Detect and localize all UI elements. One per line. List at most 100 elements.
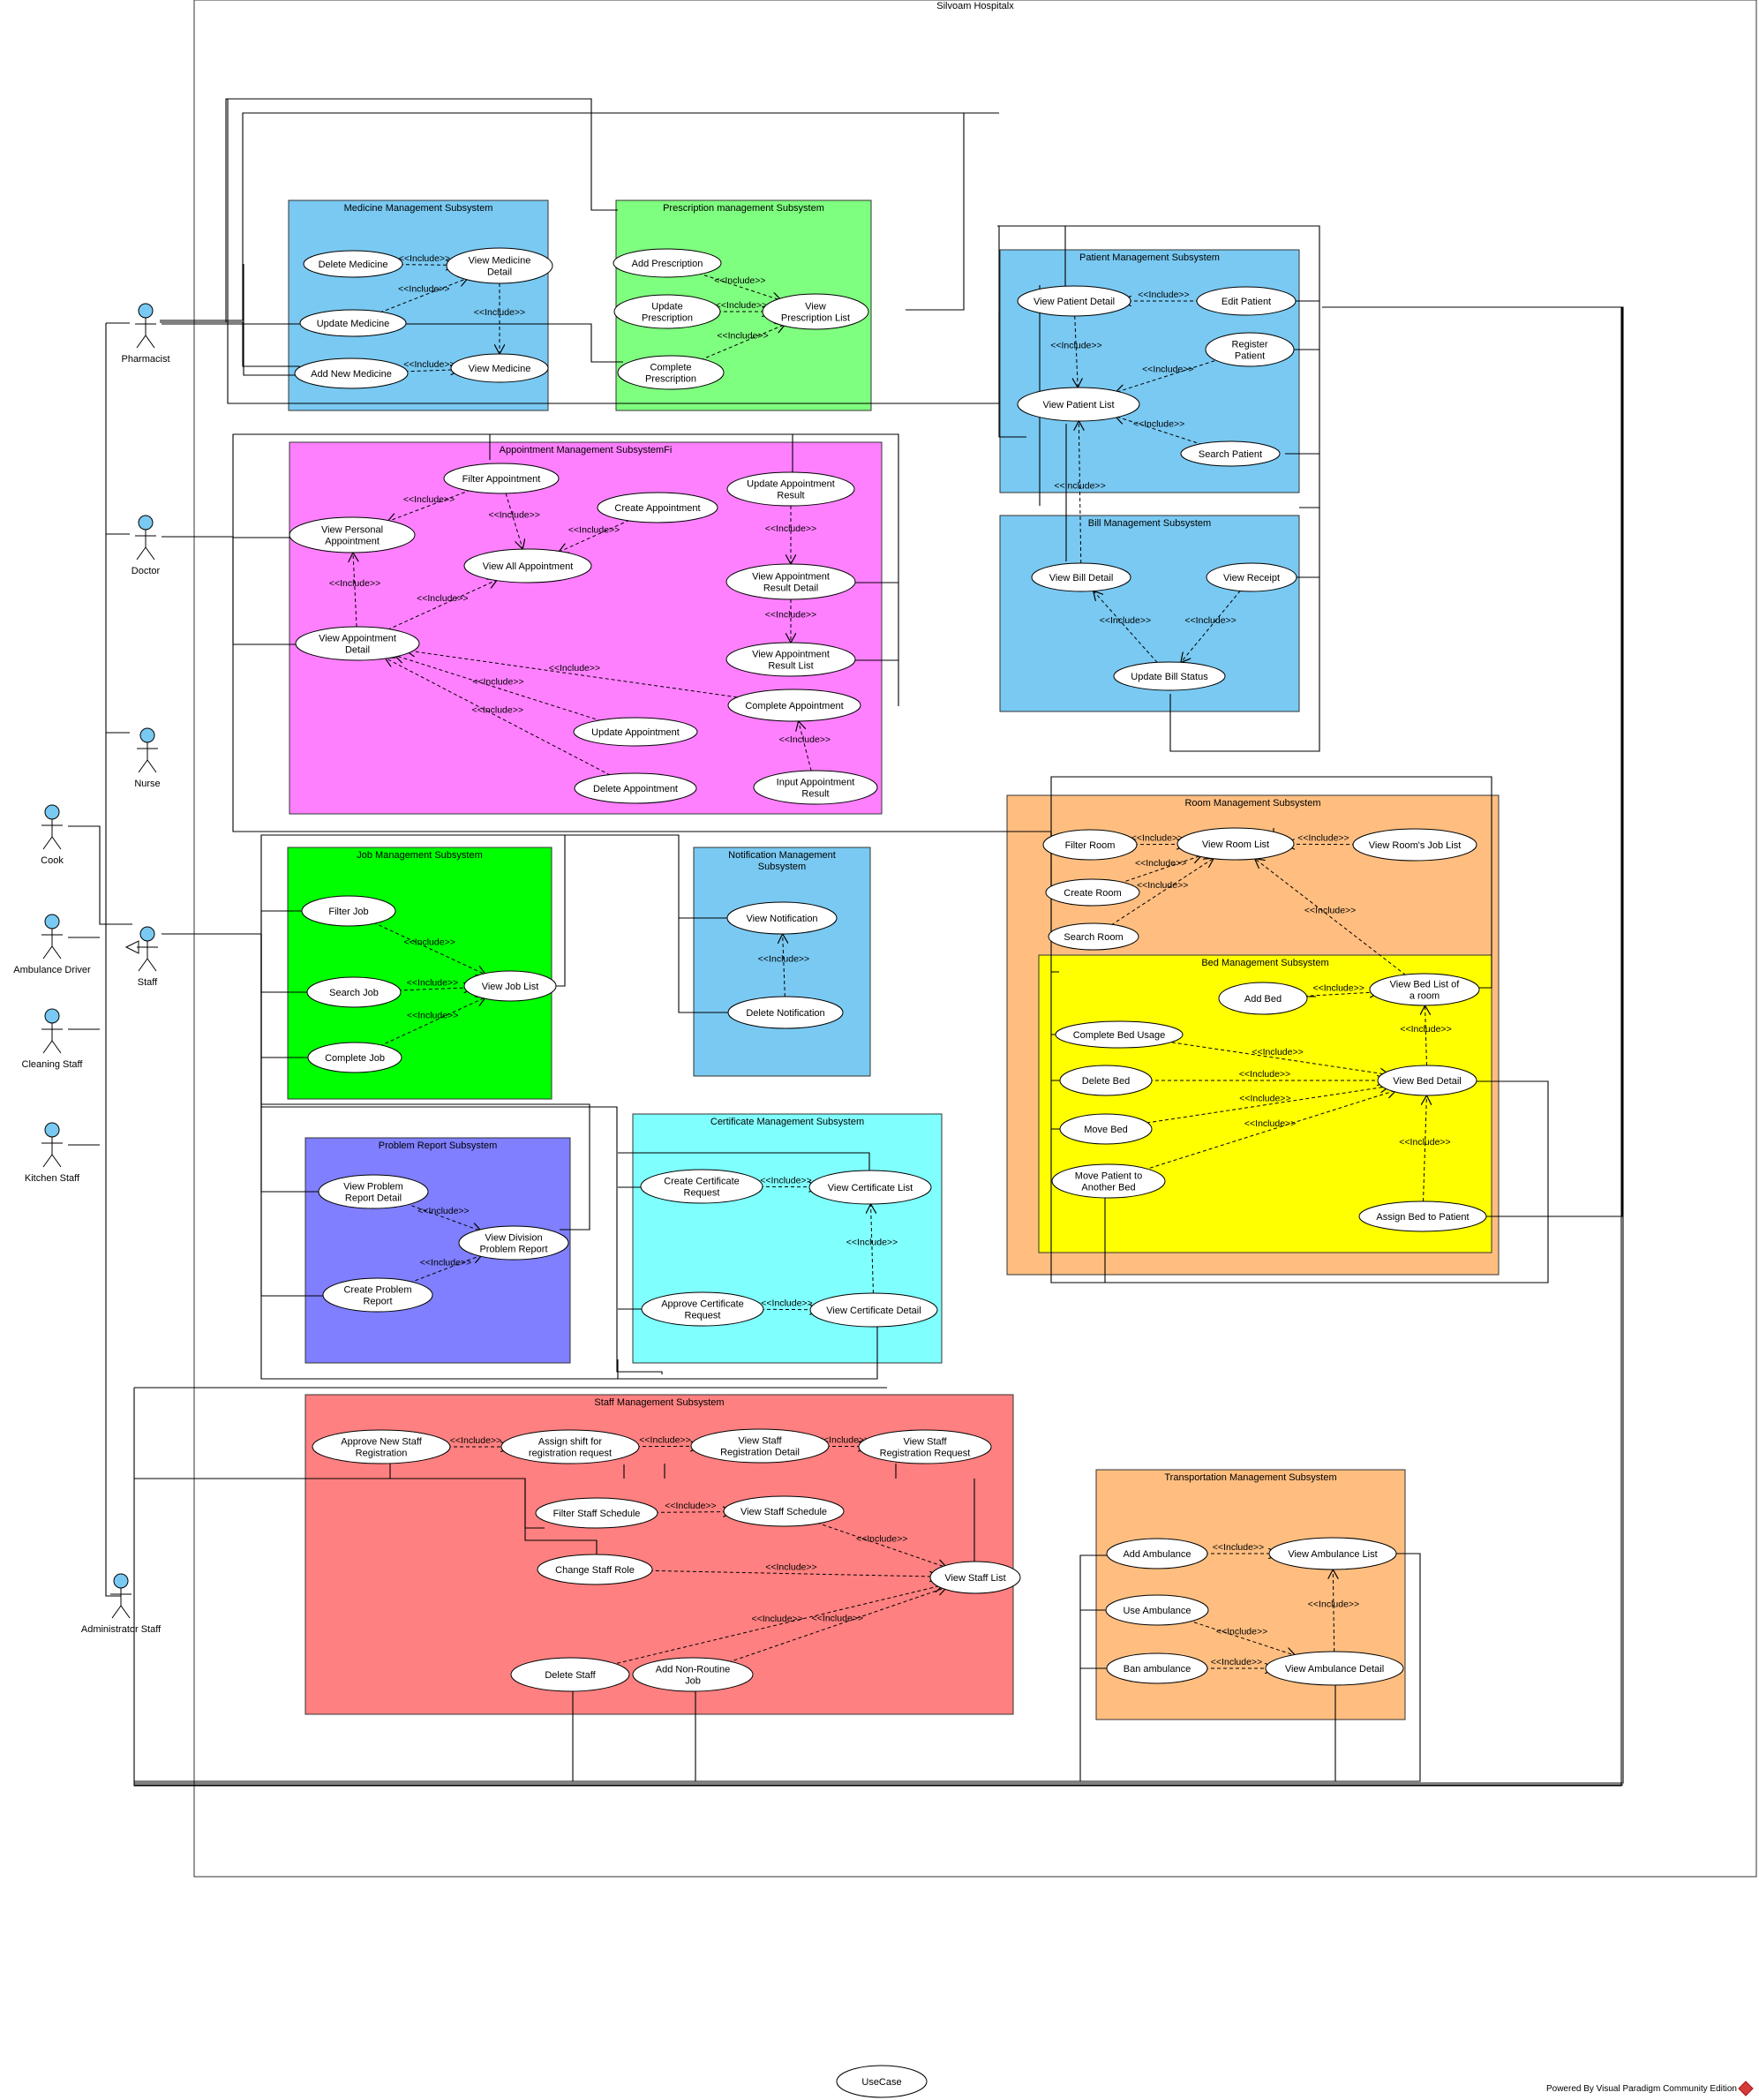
use-case-viewBedDet[interactable]: View Bed Detail bbox=[1377, 1065, 1477, 1096]
use-case-updBill[interactable]: Update Bill Status bbox=[1113, 661, 1226, 691]
use-case-searchRoom[interactable]: Search Room bbox=[1048, 922, 1139, 951]
use-case-legendUC[interactable]: UseCase bbox=[836, 2065, 928, 2098]
use-case-delNotif[interactable]: Delete Notification bbox=[727, 996, 844, 1029]
use-case-ellipse[interactable] bbox=[1106, 1538, 1208, 1569]
use-case-ellipse[interactable] bbox=[726, 901, 838, 935]
use-case-ellipse[interactable] bbox=[574, 772, 697, 804]
actor-doctor[interactable]: Doctor bbox=[132, 515, 161, 576]
use-case-ellipse[interactable] bbox=[1051, 1163, 1166, 1199]
use-case-viewStaffList[interactable]: View Staff List bbox=[929, 1561, 1021, 1594]
use-case-ellipse[interactable] bbox=[858, 1429, 992, 1464]
use-case-ellipse[interactable] bbox=[463, 970, 557, 1002]
use-case-searchJob[interactable]: Search Job bbox=[306, 976, 402, 1008]
use-case-ellipse[interactable] bbox=[808, 1170, 932, 1205]
use-case-ellipse[interactable] bbox=[1196, 286, 1297, 316]
use-case-delMed[interactable]: Delete Medicine bbox=[303, 250, 403, 278]
use-case-ellipse[interactable] bbox=[613, 294, 721, 329]
use-case-filterAppt[interactable]: Filter Appointment bbox=[443, 463, 560, 494]
use-case-addPres[interactable]: Add Prescription bbox=[613, 248, 722, 278]
use-case-changeRole[interactable]: Change Staff Role bbox=[537, 1554, 653, 1585]
use-case-ellipse[interactable] bbox=[318, 1174, 429, 1209]
use-case-ellipse[interactable] bbox=[1048, 922, 1139, 951]
use-case-viewNotif[interactable]: View Notification bbox=[726, 901, 838, 935]
use-case-ellipse[interactable] bbox=[1377, 1065, 1477, 1096]
use-case-ellipse[interactable] bbox=[306, 976, 402, 1008]
use-case-compJob[interactable]: Complete Job bbox=[307, 1042, 402, 1073]
use-case-ellipse[interactable] bbox=[640, 1169, 763, 1204]
use-case-ellipse[interactable] bbox=[299, 309, 407, 337]
use-case-viewPatDet[interactable]: View Patient Detail bbox=[1017, 285, 1131, 317]
use-case-ellipse[interactable] bbox=[617, 355, 725, 390]
use-case-ellipse[interactable] bbox=[535, 1497, 658, 1529]
use-case-ellipse[interactable] bbox=[727, 689, 861, 722]
use-case-ellipse[interactable] bbox=[723, 1495, 845, 1527]
use-case-ellipse[interactable] bbox=[809, 1292, 938, 1328]
use-case-updMed[interactable]: Update Medicine bbox=[299, 309, 407, 337]
use-case-viewRoomJob[interactable]: View Room's Job List bbox=[1352, 828, 1477, 862]
use-case-ellipse[interactable] bbox=[753, 770, 878, 805]
use-case-ellipse[interactable] bbox=[632, 1657, 754, 1692]
use-case-filterSched[interactable]: Filter Staff Schedule bbox=[535, 1497, 658, 1529]
use-case-addAmb[interactable]: Add Ambulance bbox=[1106, 1538, 1208, 1569]
use-case-viewBedList[interactable]: View Bed List ofa room bbox=[1369, 973, 1480, 1006]
use-case-ellipse[interactable] bbox=[312, 1429, 451, 1464]
use-case-ellipse[interactable] bbox=[1105, 1594, 1209, 1626]
use-case-viewSched[interactable]: View Staff Schedule bbox=[723, 1495, 845, 1527]
use-case-ellipse[interactable] bbox=[1113, 661, 1226, 691]
use-case-editPat[interactable]: Edit Patient bbox=[1196, 286, 1297, 316]
use-case-ellipse[interactable] bbox=[573, 717, 698, 747]
use-case-ellipse[interactable] bbox=[929, 1561, 1021, 1594]
use-case-ellipse[interactable] bbox=[1045, 878, 1140, 907]
use-case-ellipse[interactable] bbox=[725, 642, 856, 677]
use-case-ellipse[interactable] bbox=[597, 492, 718, 523]
use-case-ellipse[interactable] bbox=[1031, 562, 1131, 592]
use-case-ellipse[interactable] bbox=[1180, 440, 1281, 467]
use-case-delBed[interactable]: Delete Bed bbox=[1059, 1065, 1153, 1096]
use-case-ellipse[interactable] bbox=[1055, 1020, 1184, 1049]
actor-staff[interactable]: Staff bbox=[137, 926, 158, 988]
use-case-viewReceipt[interactable]: View Receipt bbox=[1206, 562, 1297, 592]
actor-cleaning[interactable]: Cleaning Staff bbox=[22, 1008, 84, 1070]
actor-nurse[interactable]: Nurse bbox=[134, 727, 161, 789]
use-case-ellipse[interactable] bbox=[289, 516, 416, 553]
use-case-ellipse[interactable] bbox=[1358, 1201, 1487, 1232]
use-case-ellipse[interactable] bbox=[450, 353, 549, 383]
use-case-ellipse[interactable] bbox=[307, 1042, 402, 1073]
use-case-createRoom[interactable]: Create Room bbox=[1045, 878, 1140, 907]
use-case-filterRoom[interactable]: Filter Room bbox=[1042, 829, 1138, 861]
use-case-ellipse[interactable] bbox=[294, 358, 409, 389]
use-case-ellipse[interactable] bbox=[537, 1554, 653, 1585]
use-case-ellipse[interactable] bbox=[1176, 827, 1295, 861]
use-case-ellipse[interactable] bbox=[443, 463, 560, 494]
use-case-viewAllAppt[interactable]: View All Appointment bbox=[463, 548, 592, 583]
use-case-ellipse[interactable] bbox=[1218, 982, 1308, 1015]
use-case-viewCertList[interactable]: View Certificate List bbox=[808, 1170, 932, 1205]
use-case-compBed[interactable]: Complete Bed Usage bbox=[1055, 1020, 1184, 1049]
use-case-ellipse[interactable] bbox=[500, 1429, 640, 1464]
use-case-ellipse[interactable] bbox=[1017, 285, 1131, 317]
use-case-viewAmbList[interactable]: View Ambulance List bbox=[1268, 1537, 1397, 1570]
use-case-ellipse[interactable] bbox=[836, 2065, 928, 2098]
use-case-filterJob[interactable]: Filter Job bbox=[301, 895, 396, 927]
use-case-searchPat[interactable]: Search Patient bbox=[1180, 440, 1281, 467]
use-case-ellipse[interactable] bbox=[1106, 1652, 1208, 1684]
use-case-ellipse[interactable] bbox=[1059, 1113, 1153, 1145]
use-case-ellipse[interactable] bbox=[295, 626, 420, 661]
use-case-ellipse[interactable] bbox=[726, 471, 855, 507]
